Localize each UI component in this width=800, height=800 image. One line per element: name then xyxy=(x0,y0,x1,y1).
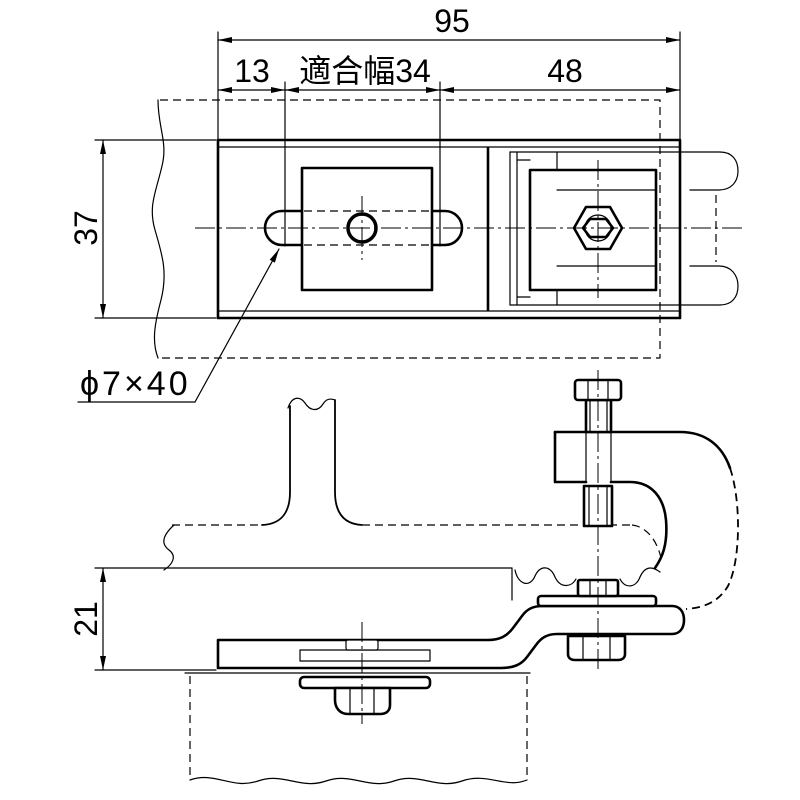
top-view: 95 13 適合幅34 48 37 ϕ7×40 xyxy=(68,3,742,403)
side-view: 21 xyxy=(68,370,739,785)
clamp-arm-top xyxy=(689,151,739,191)
clamp-outer-hidden-edge xyxy=(685,467,739,610)
beam-hidden-outline xyxy=(160,99,661,359)
clamp-length-label: 48 xyxy=(547,53,583,89)
top-view-dimensions: 95 13 適合幅34 48 37 ϕ7×40 xyxy=(68,3,681,403)
bent-base-plate xyxy=(216,604,686,670)
beam-break-line xyxy=(151,99,165,359)
clamp-inner-edge xyxy=(609,480,668,570)
base-plate-side-view xyxy=(216,578,686,716)
side-view-center-lines xyxy=(361,370,599,724)
slot-size-label: ϕ7×40 xyxy=(80,365,191,403)
beam-side-view xyxy=(94,397,663,571)
clamp-nut-bottom xyxy=(566,634,627,662)
jaw-serration-left xyxy=(514,567,577,587)
base-plate-top-view xyxy=(216,138,682,320)
web-edge-left xyxy=(261,405,291,526)
clamp-washer-side xyxy=(536,594,658,608)
web-edge-right xyxy=(334,399,363,526)
clamp-outer-edge xyxy=(553,430,732,470)
height-label: 21 xyxy=(68,601,104,637)
lower-washer-side xyxy=(298,675,432,690)
member-break-line xyxy=(189,776,528,785)
side-view-dimensions: 21 xyxy=(68,567,217,671)
flange-break-line xyxy=(163,524,175,571)
clamp-arm-end xyxy=(553,430,588,484)
beam-outline-top-view xyxy=(151,99,661,359)
fit-width-label: 適合幅34 xyxy=(299,53,431,89)
left-offset-label: 13 xyxy=(234,53,270,89)
leader-line xyxy=(194,248,280,403)
plate-width-label: 37 xyxy=(68,210,104,246)
clamp-arm-bottom xyxy=(689,265,739,306)
base-plate-outline xyxy=(216,138,682,320)
slot-and-washer xyxy=(263,166,464,292)
supported-member-side-view xyxy=(184,672,531,785)
web-break-line xyxy=(287,397,336,411)
jaw-serration-right xyxy=(619,567,661,587)
slot xyxy=(263,209,464,247)
clamp-washer-outline xyxy=(528,168,658,292)
top-view-center-lines xyxy=(195,160,742,298)
overall-width-label: 95 xyxy=(434,3,470,39)
